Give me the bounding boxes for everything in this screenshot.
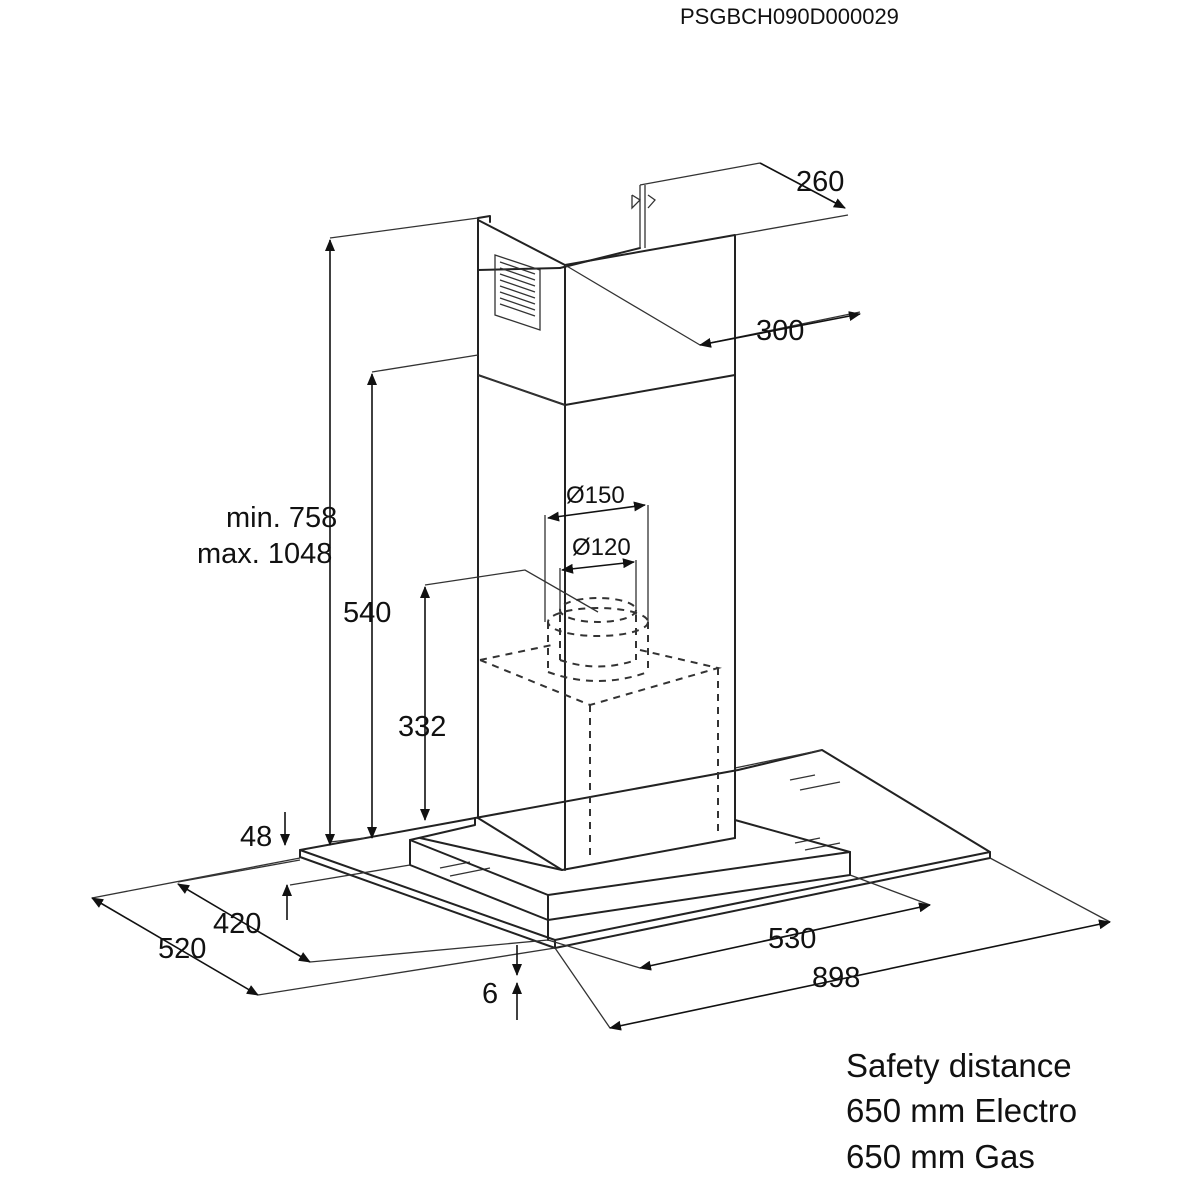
label-chimney-depth: 260 xyxy=(796,166,844,198)
hidden-fan-housing xyxy=(479,597,722,855)
label-chimney-lower-height: 540 xyxy=(343,597,391,629)
label-body-depth: 420 xyxy=(213,908,261,940)
hood-body xyxy=(409,817,851,941)
label-outlet-inner: Ø120 xyxy=(572,534,631,561)
label-total-height-max: max. 1048 xyxy=(197,538,332,570)
label-canopy-width: 898 xyxy=(812,962,860,994)
label-glass-thickness: 48 xyxy=(240,821,272,853)
glass-canopy xyxy=(299,749,991,949)
label-canopy-depth: 520 xyxy=(158,933,206,965)
safety-gas: 650 mm Gas xyxy=(846,1138,1035,1175)
document-id: PSGBCH090D000029 xyxy=(680,4,899,29)
vent-grille xyxy=(494,254,541,331)
dimension-lines xyxy=(91,162,1111,1031)
label-body-width: 530 xyxy=(768,923,816,955)
chimney xyxy=(477,185,736,871)
safety-title: Safety distance xyxy=(846,1047,1072,1084)
label-total-height-min: min. 758 xyxy=(226,502,337,534)
safety-distance-note: Safety distance 650 mm Electro 650 mm Ga… xyxy=(846,1047,1077,1175)
label-body-height: 332 xyxy=(398,711,446,743)
label-chimney-width: 300 xyxy=(756,315,804,347)
label-glass-edge: 6 xyxy=(482,978,498,1010)
label-outlet-outer: Ø150 xyxy=(566,482,625,509)
safety-electro: 650 mm Electro xyxy=(846,1092,1077,1129)
